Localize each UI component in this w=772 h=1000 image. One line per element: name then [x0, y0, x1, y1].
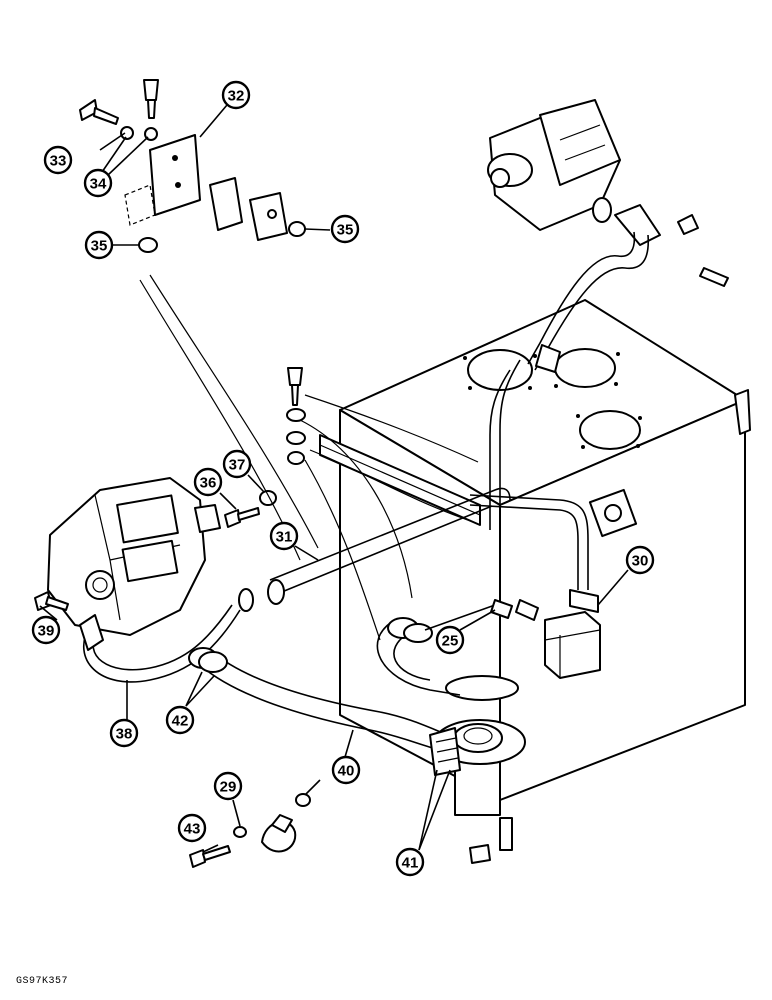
svg-text:32: 32 — [228, 88, 245, 105]
callout-35-left: 35 — [84, 230, 114, 260]
pump-suction-pipe — [534, 234, 650, 371]
callout-40: 40 — [331, 755, 361, 785]
leader-lines — [139, 274, 479, 641]
svg-text:39: 39 — [38, 623, 55, 640]
svg-text:35: 35 — [337, 222, 354, 239]
svg-text:42: 42 — [172, 713, 189, 730]
main-pump — [47, 477, 221, 636]
pressure-hose — [83, 609, 241, 683]
callout-25: 25 — [435, 625, 465, 655]
gear-pump — [487, 99, 729, 287]
drawing-reference-code: GS97K357 — [16, 976, 69, 987]
callout-42: 42 — [165, 705, 195, 735]
mounting-bracket-kit — [79, 79, 306, 253]
callout-38: 38 — [109, 718, 139, 748]
callout-37: 37 — [222, 449, 252, 479]
svg-text:37: 37 — [229, 457, 246, 474]
callout-30: 30 — [625, 545, 655, 575]
callout-31: 31 — [269, 521, 299, 551]
svg-text:30: 30 — [632, 553, 649, 570]
svg-text:33: 33 — [50, 153, 67, 170]
svg-text:34: 34 — [90, 176, 107, 193]
svg-text:36: 36 — [200, 475, 217, 492]
svg-text:31: 31 — [276, 529, 293, 546]
callout-36: 36 — [193, 467, 223, 497]
callout-35-right: 35 — [330, 214, 360, 244]
return-pipe — [269, 487, 511, 581]
svg-text:38: 38 — [116, 726, 133, 743]
svg-text:40: 40 — [338, 763, 355, 780]
svg-text:29: 29 — [220, 779, 237, 796]
svg-text:25: 25 — [442, 633, 459, 650]
callout-33: 33 — [43, 145, 73, 175]
callout-32: 32 — [221, 80, 251, 110]
callout-leaders — [39, 104, 629, 853]
svg-text:43: 43 — [184, 821, 201, 838]
svg-text:41: 41 — [402, 855, 419, 872]
filter-assembly — [469, 494, 601, 679]
callout-34: 34 — [83, 168, 113, 198]
callout-29: 29 — [213, 771, 243, 801]
svg-text:35: 35 — [91, 238, 108, 255]
suction-hose — [199, 664, 441, 751]
callout-43: 43 — [177, 813, 207, 843]
hydraulic-tank — [319, 299, 751, 816]
callout-41: 41 — [395, 847, 425, 877]
callout-39: 39 — [31, 615, 61, 645]
